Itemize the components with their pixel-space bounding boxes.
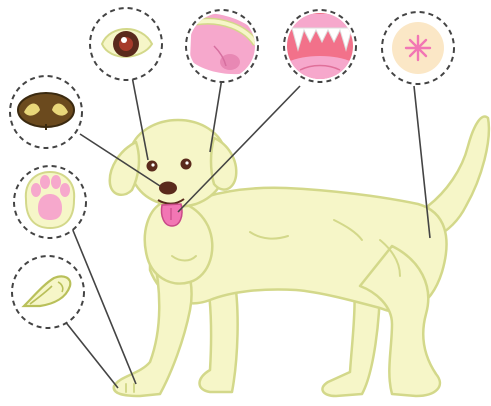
- callout-eye: [90, 8, 162, 80]
- leader-line-paw: [72, 228, 136, 384]
- callout-paw: [14, 166, 86, 238]
- paw-pad-icon: [26, 172, 74, 228]
- callout-nose: [10, 76, 82, 148]
- leader-line-nail: [64, 320, 118, 388]
- dog-nose: [159, 182, 177, 195]
- anus-icon: [392, 22, 444, 74]
- callout-mouth: [284, 10, 356, 82]
- callout-ear: [186, 10, 258, 82]
- dog-left-ear: [110, 142, 139, 195]
- dog-illustration: [110, 116, 489, 396]
- callout-nail: [12, 256, 84, 328]
- dog-tongue: [161, 204, 182, 226]
- callout-anus: [382, 12, 454, 84]
